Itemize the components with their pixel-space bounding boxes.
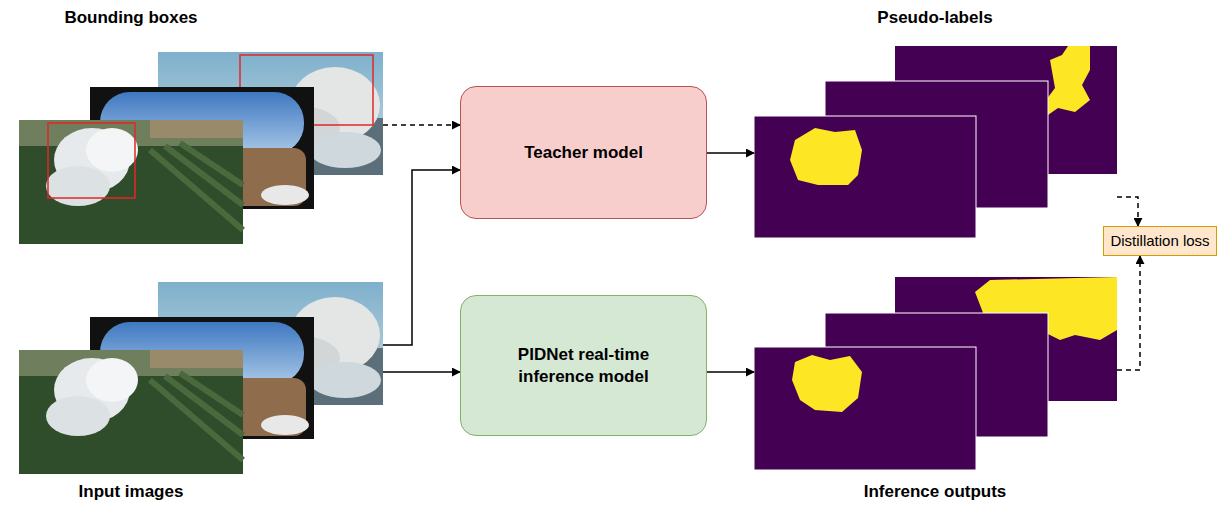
model-box: PIDNet real-time inference model [460, 295, 707, 436]
photo-front [19, 120, 243, 244]
flow-arrow [707, 371, 754, 373]
mask-stack [754, 277, 1117, 470]
loss-box: Distillation loss [1103, 226, 1217, 256]
box-label: Teacher model [524, 142, 643, 163]
image-stack: Input images [19, 282, 383, 504]
box-label: PIDNet real-time inference model [500, 344, 667, 387]
mask-stack: Pseudo-labels [754, 8, 1117, 238]
stack-heading: Pseudo-labels [824, 8, 1046, 28]
mask-stack: Inference outputs [754, 277, 1117, 504]
flow-arrow [383, 124, 460, 126]
model-box: Teacher model [460, 86, 707, 219]
flow-arrow [1117, 256, 1140, 370]
stack-heading: Bounding boxes [19, 8, 243, 28]
flow-arrow [383, 371, 460, 373]
image-stack: Bounding boxes [19, 8, 383, 244]
stack-heading: Input images [19, 482, 243, 502]
box-label: Distillation loss [1110, 232, 1209, 251]
flow-arrow [1117, 197, 1138, 226]
flow-arrow [707, 152, 754, 154]
flow-arrow [383, 170, 460, 345]
stack-heading: Inference outputs [824, 482, 1046, 502]
photo-stack [19, 282, 383, 474]
mask-stack [754, 46, 1117, 238]
